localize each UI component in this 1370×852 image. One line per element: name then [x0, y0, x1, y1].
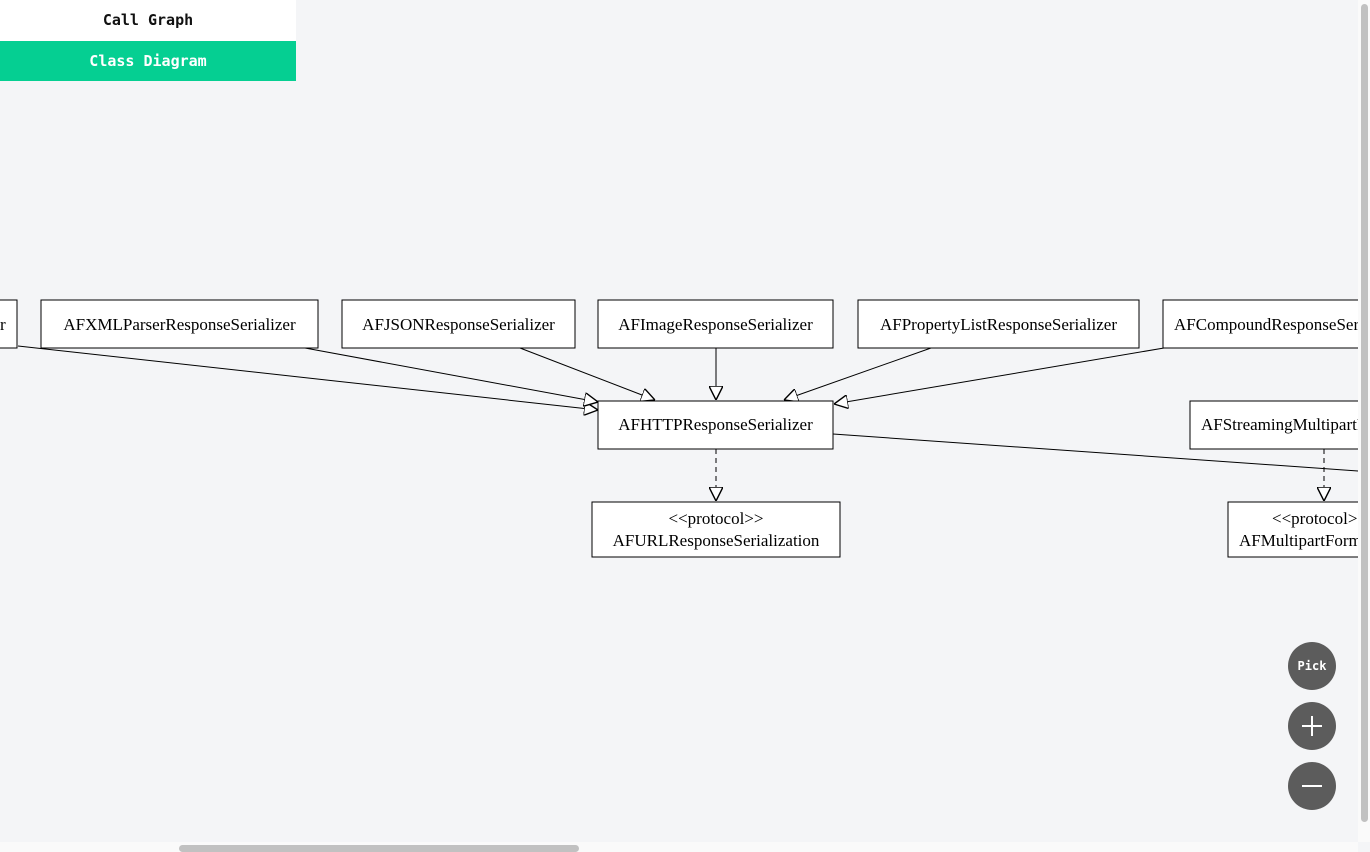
node-afcompoundresponseserializer[interactable]: AFCompoundResponseSerializer [1162, 299, 1358, 349]
node-label: AFURLResponseSerialization [613, 531, 820, 550]
edge-compound-to-http [834, 347, 1165, 404]
node-label: AFImageResponseSerializer [618, 315, 813, 334]
zoom-in-button[interactable] [1288, 702, 1336, 750]
horizontal-scrollbar[interactable] [0, 842, 1358, 852]
node-label: AFCompoundResponseSerializer [1174, 315, 1358, 334]
node-label: AFMultipartFormData [1239, 531, 1358, 550]
node-label: AFHTTPResponseSerializer [618, 415, 813, 434]
zoom-out-button[interactable] [1288, 762, 1336, 810]
node-label: AFPropertyListResponseSerializer [880, 315, 1117, 334]
minus-icon [1302, 785, 1322, 787]
tab-call-graph[interactable]: Call Graph [0, 0, 296, 41]
node-afjsonresponseserializer[interactable]: AFJSONResponseSerializer [341, 299, 576, 349]
node-label: r [0, 315, 6, 334]
node-afurlresponseserialization[interactable]: <<protocol>> AFURLResponseSerialization [591, 501, 841, 558]
edge-http-to-right [832, 433, 1358, 472]
node-afhttpresponseserializer[interactable]: AFHTTPResponseSerializer [597, 400, 834, 450]
tab-class-diagram[interactable]: Class Diagram [0, 41, 296, 81]
class-diagram: r AFXMLParserResponseSerializer AFJSONRe… [0, 299, 1358, 558]
node-label: AFJSONResponseSerializer [362, 315, 555, 334]
plus-icon [1302, 716, 1322, 736]
node-afxmlparserresponseserializer[interactable]: AFXMLParserResponseSerializer [40, 299, 319, 349]
pick-button[interactable]: Pick [1288, 642, 1336, 690]
node-label: AFStreamingMultipartFormData [1201, 415, 1358, 434]
diagram-canvas[interactable]: r AFXMLParserResponseSerializer AFJSONRe… [0, 0, 1358, 842]
edge-json-to-http [519, 347, 655, 400]
node-afstreamingmultipartformdata[interactable]: AFStreamingMultipartFormData [1189, 400, 1358, 450]
node-afimageresponseserializer[interactable]: AFImageResponseSerializer [597, 299, 834, 349]
stereotype-label: <<protocol>> [1272, 509, 1358, 528]
node-afpropertylistresponseserializer[interactable]: AFPropertyListResponseSerializer [857, 299, 1140, 349]
edge-partial-to-http [17, 345, 598, 410]
view-tabs: Call Graph Class Diagram [0, 0, 296, 81]
edge-xml-to-http [304, 347, 598, 402]
node-afmultipartformdata[interactable]: <<protocol>> AFMultipartFormData [1227, 501, 1358, 558]
stereotype-label: <<protocol>> [668, 509, 763, 528]
edge-plist-to-http [784, 347, 932, 400]
horizontal-scrollbar-thumb[interactable] [179, 845, 579, 852]
node-label: AFXMLParserResponseSerializer [63, 315, 296, 334]
vertical-scrollbar-thumb[interactable] [1361, 4, 1368, 822]
node-partial-left[interactable]: r [0, 299, 18, 349]
